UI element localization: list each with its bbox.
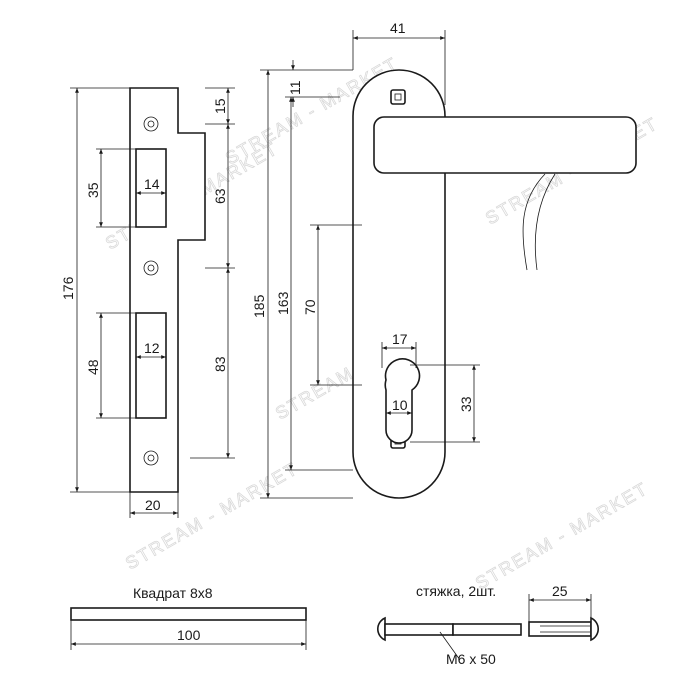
- watermark-text: STREAM - MARKET: [472, 478, 652, 593]
- dim-cylinder-width: 17: [392, 331, 408, 347]
- dim-cylinder-neck: 10: [392, 397, 408, 413]
- strike-plate: [129, 87, 206, 493]
- dim-lower-section: 83: [212, 356, 228, 372]
- screw-thread: [452, 623, 522, 636]
- dim-strike-total-height: 176: [60, 276, 76, 300]
- dim-upper-cutout-height: 35: [85, 182, 101, 198]
- screw-hole-icon: [143, 260, 159, 276]
- spindle: Квадрат 8х8 100: [70, 585, 307, 650]
- handle-escutcheon-plate: [352, 69, 446, 499]
- upper-latch-cutout: [135, 148, 167, 228]
- spring-wire: [522, 173, 556, 271]
- dim-cylinder-height: 33: [458, 396, 474, 412]
- dim-handle-to-cylinder: 70: [302, 299, 318, 315]
- dim-upper-section: 63: [212, 188, 228, 204]
- dim-strike-width: 20: [145, 497, 161, 513]
- dim-lower-cutout-width: 12: [144, 340, 160, 356]
- dim-handle-total-height: 185: [251, 294, 267, 318]
- screws-label: стяжка, 2шт.: [416, 583, 496, 599]
- handle-lever: [373, 116, 637, 174]
- top-screw-slot: [390, 89, 406, 105]
- sleeve-head: [590, 616, 599, 642]
- cylinder-keyhole: [384, 358, 421, 444]
- dim-sleeve-length: 25: [552, 583, 568, 599]
- spindle-bar: [70, 607, 307, 621]
- sleeve-body: [528, 621, 592, 637]
- spindle-label: Квадрат 8х8: [133, 585, 213, 601]
- dim-hole-spacing: 163: [275, 291, 291, 315]
- strike-plate-dimensions: 176 35 14 48 12 15 63 83 20: [60, 87, 235, 518]
- dim-plate-width: 41: [390, 20, 406, 36]
- screw-head: [377, 616, 386, 642]
- door-handle: [352, 69, 637, 499]
- dim-lower-cutout-height: 48: [85, 359, 101, 375]
- lower-bolt-cutout: [135, 312, 167, 419]
- dim-upper-cutout-width: 14: [144, 176, 160, 192]
- dim-top-offset: 15: [212, 98, 228, 114]
- thread-label: М6 x 50: [446, 651, 496, 667]
- screw-hole-icon: [143, 116, 159, 132]
- dim-top-hole: 11: [287, 80, 303, 95]
- dim-spindle-length: 100: [177, 627, 201, 643]
- screw-hole-icon: [143, 450, 159, 466]
- handle-dimensions: 41 11 185 163 70 17 10 33: [251, 20, 480, 499]
- tie-screws: стяжка, 2шт. 25 М6 x 50: [377, 583, 599, 667]
- screw-shank: [384, 623, 454, 636]
